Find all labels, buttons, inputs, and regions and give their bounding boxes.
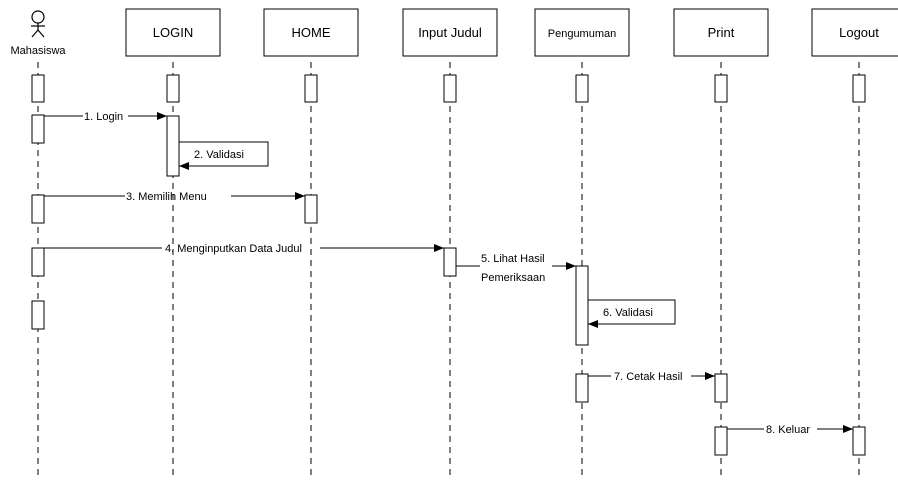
participant-print: Print [673, 8, 769, 57]
actor-icon [31, 10, 45, 38]
activation-bar [304, 74, 318, 103]
activation-bar [443, 247, 457, 277]
activation-bar [31, 114, 45, 144]
participant-label: Print [708, 25, 735, 40]
participant-login: LOGIN [125, 8, 221, 57]
message-label-3: 3. Memilih Menu [126, 191, 207, 203]
participant-box [673, 8, 769, 57]
participant-box [125, 8, 221, 57]
message-label-8: 8. Keluar [766, 424, 810, 436]
participant-label: LOGIN [153, 25, 193, 40]
activation-bar [31, 194, 45, 224]
message-label-4: 4. Menginputkan Data Judul [165, 243, 302, 255]
activation-bar [575, 74, 589, 103]
participant-label: Pengumuman [548, 28, 617, 40]
participant-label: HOME [292, 25, 331, 40]
activation-bar [166, 115, 180, 177]
activation-bar [443, 74, 457, 103]
activation-bar [575, 373, 589, 403]
message-label-6: 6. Validasi [603, 307, 653, 319]
participant-box [263, 8, 359, 57]
participant-box [534, 8, 630, 57]
message-label-5a: 5. Lihat Hasil [481, 253, 545, 265]
participant-logout: Logout [811, 8, 898, 57]
activation-bar [852, 74, 866, 103]
activation-bar [31, 74, 45, 103]
message-label-2: 2. Validasi [194, 149, 244, 161]
message-label-5b: Pemeriksaan [481, 272, 545, 284]
message-label-7: 7. Cetak Hasil [614, 371, 682, 383]
participant-pengumuman: Pengumuman [534, 8, 630, 57]
participant-box [811, 8, 898, 57]
actor-mahasiswa: Mahasiswa [10, 10, 66, 57]
activation-bar [304, 194, 318, 224]
participant-box [402, 8, 498, 57]
message-label-1: 1. Login [84, 111, 123, 123]
activation-bar [166, 74, 180, 103]
activation-bar [575, 265, 589, 346]
participant-input-judul: Input Judul [402, 8, 498, 57]
activation-bar [31, 300, 45, 330]
activation-bar [31, 247, 45, 277]
activation-bar [714, 373, 728, 403]
activation-bar [714, 74, 728, 103]
participant-label: Logout [839, 25, 879, 40]
message-arrow [179, 141, 269, 170]
activation-bar [852, 426, 866, 456]
participant-label: Input Judul [418, 25, 482, 40]
actor-label: Mahasiswa [10, 45, 66, 57]
message-arrow [588, 299, 676, 328]
participant-home: HOME [263, 8, 359, 57]
activation-bar [714, 426, 728, 456]
